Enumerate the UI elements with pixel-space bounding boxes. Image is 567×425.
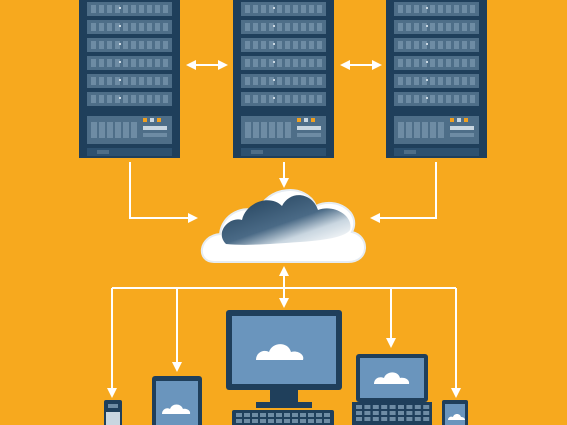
server-rack-icon	[79, 0, 180, 158]
desktop-monitor-icon	[226, 310, 342, 425]
server1-cloud-link	[129, 162, 198, 223]
phone-icon	[104, 400, 122, 425]
tablet-icon	[152, 376, 202, 425]
phone-icon	[442, 400, 468, 425]
servers-group	[79, 0, 487, 158]
cloud-icon	[200, 189, 366, 263]
devices-group	[104, 310, 468, 425]
laptop-icon	[352, 354, 432, 425]
server3-cloud-link	[370, 162, 437, 223]
server-rack-icon	[386, 0, 487, 158]
keyboard-icon	[232, 410, 334, 425]
server-rack-icon	[233, 0, 334, 158]
connector-lines	[107, 60, 461, 398]
